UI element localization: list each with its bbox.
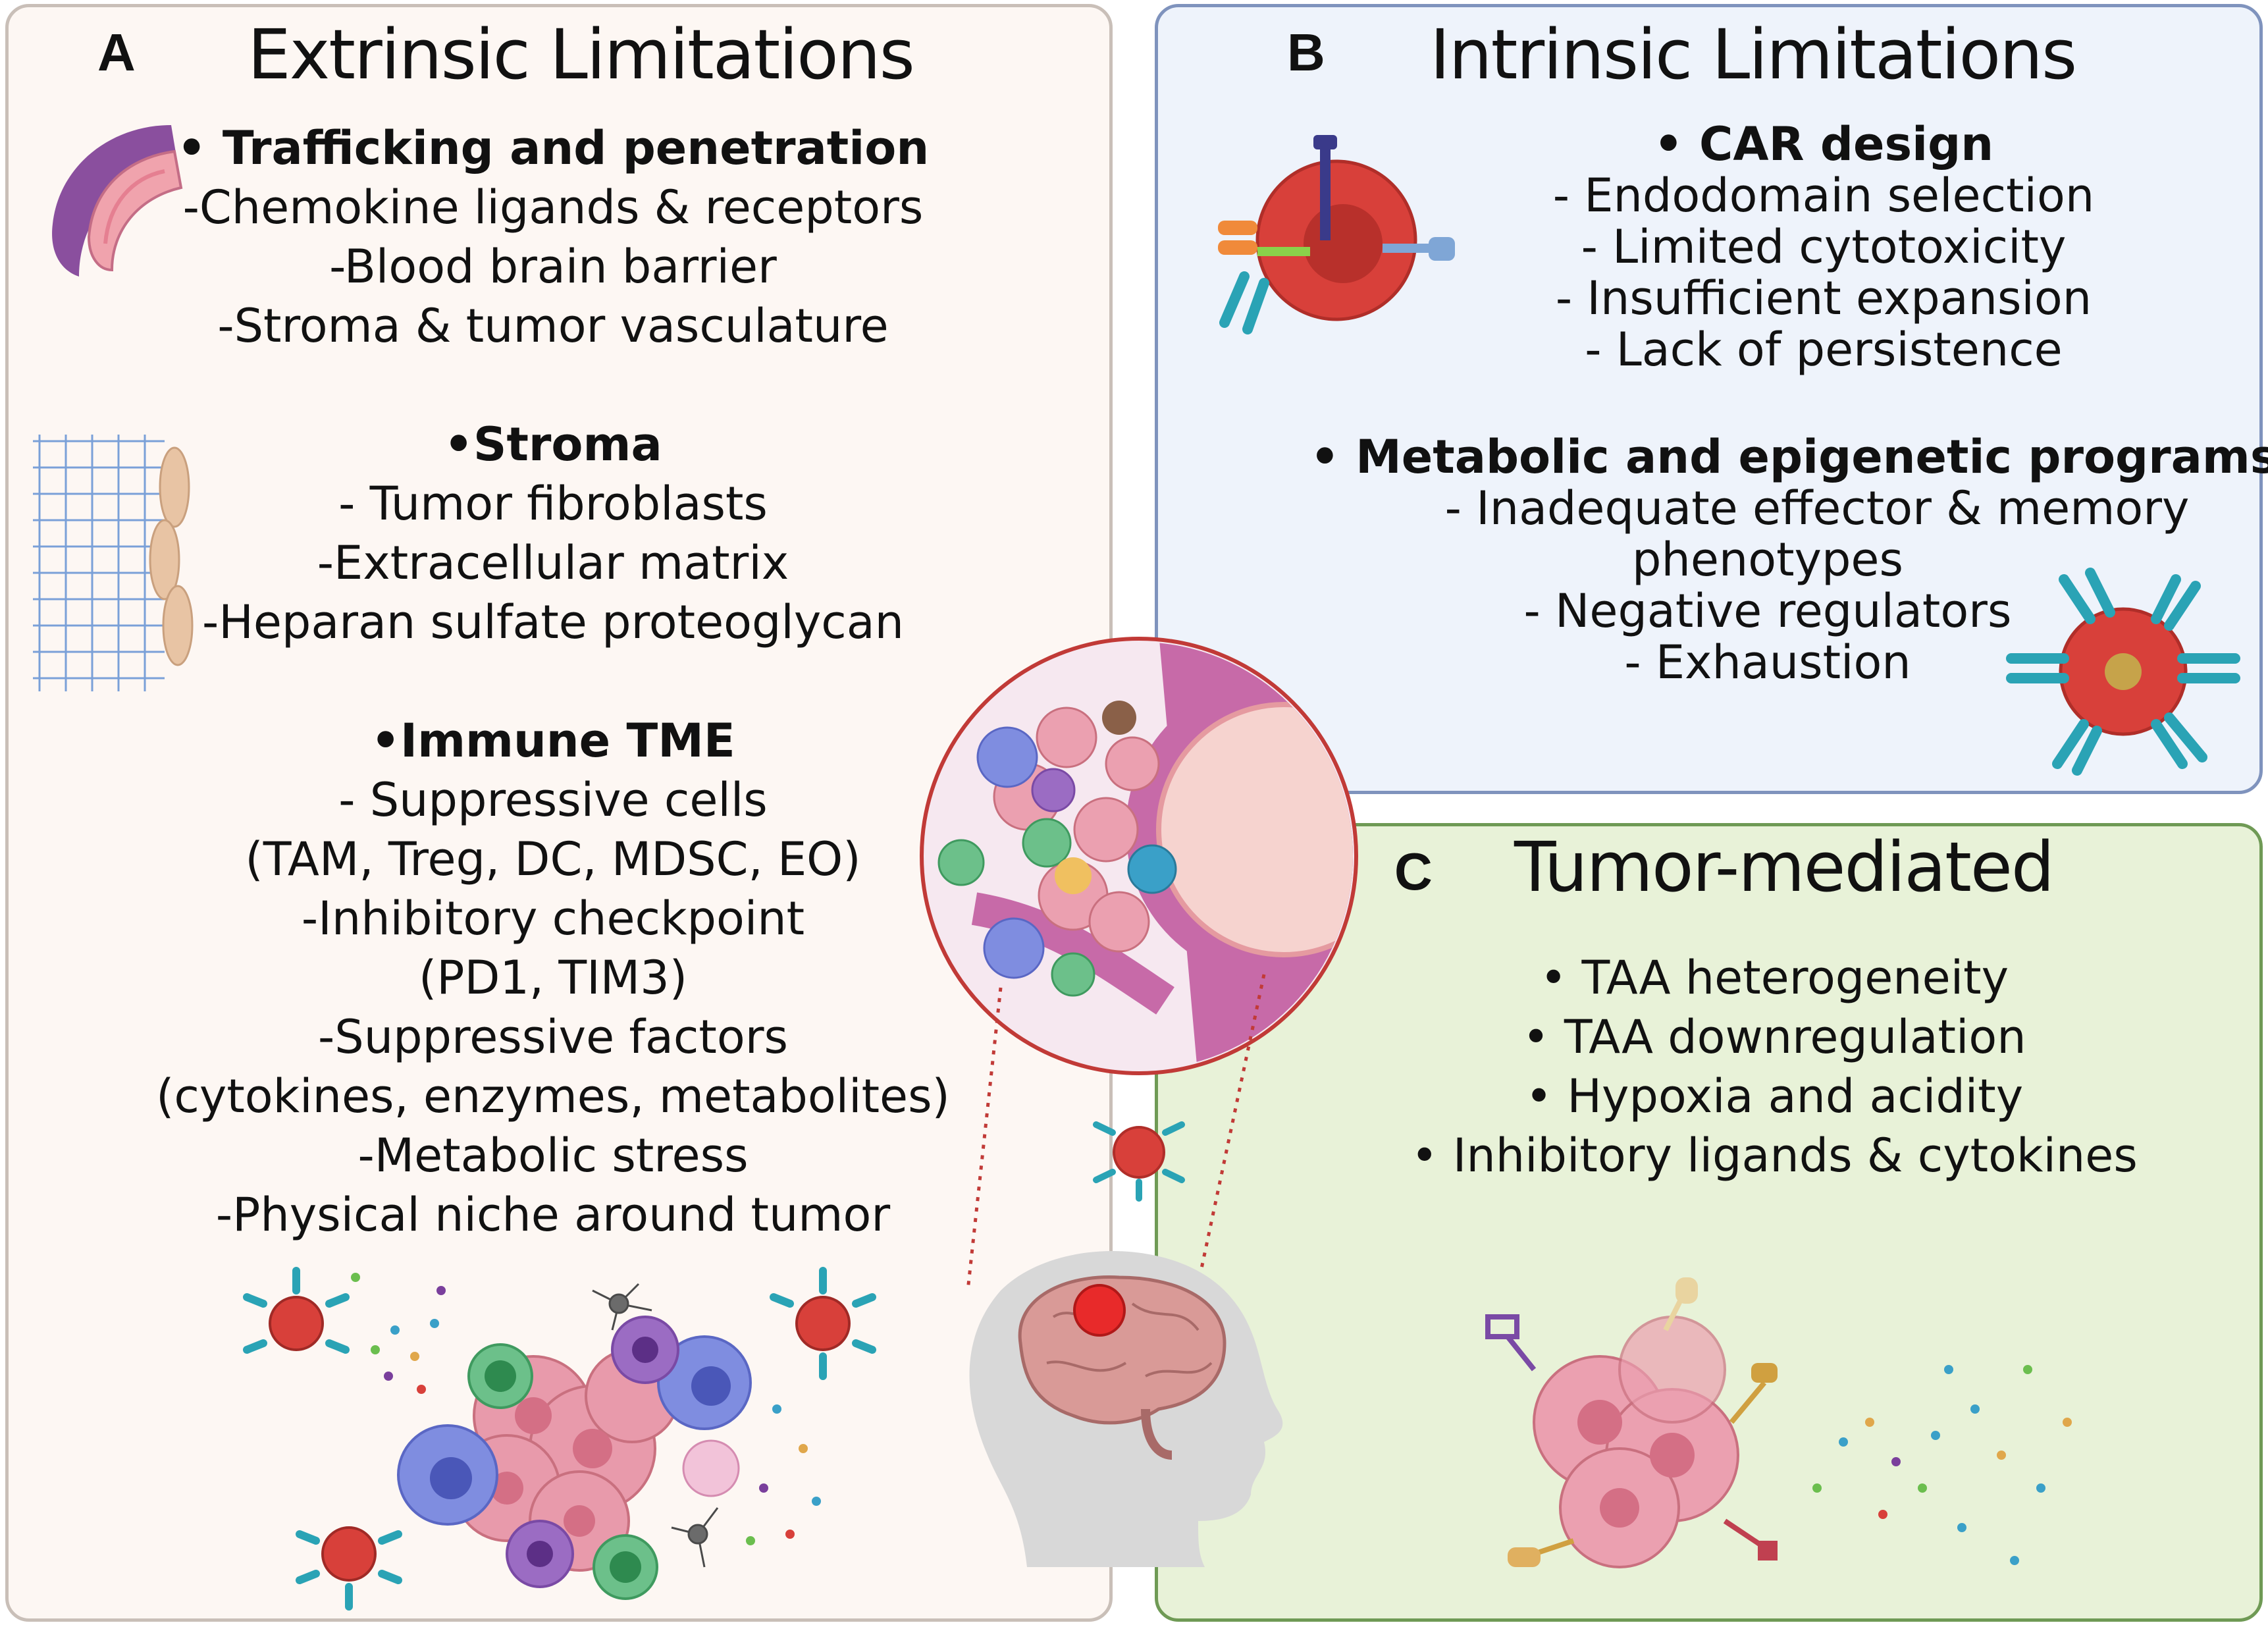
stroma-heading: •Stroma xyxy=(444,417,662,471)
panel-b-title: Intrinsic Limitations xyxy=(1430,14,2077,95)
list-item: - Inadequate effector & memory xyxy=(1444,481,2190,535)
list-item: -Metabolic stress xyxy=(357,1129,749,1183)
immune-tme-illustration xyxy=(243,1267,876,1611)
car-design-section: • CAR design - Endodomain selection - Li… xyxy=(1448,119,2199,375)
car-t-cell-icon xyxy=(1218,135,1455,334)
stroma-section: •Stroma - Tumor fibroblasts -Extracellul… xyxy=(151,415,955,652)
immune-tme-section: •Immune TME - Suppressive cells (TAM, Tr… xyxy=(151,711,955,1244)
list-item: -Inhibitory checkpoint xyxy=(301,892,805,946)
trafficking-section: • Trafficking and penetration -Chemokine… xyxy=(151,119,955,356)
list-item: • Inhibitory ligands & cytokines xyxy=(1411,1129,2138,1183)
list-item: (PD1, TIM3) xyxy=(418,951,688,1005)
list-item: phenotypes xyxy=(1632,533,1903,587)
list-item: -Suppressive factors xyxy=(318,1010,788,1064)
list-item: • TAA heterogeneity xyxy=(1539,951,2009,1005)
car-design-heading: • CAR design xyxy=(1653,117,1994,171)
list-item: - Suppressive cells xyxy=(338,773,768,827)
list-item: - Exhaustion xyxy=(1624,635,1911,689)
extracellular-matrix-icon xyxy=(33,435,194,691)
list-item: -Extracellular matrix xyxy=(317,536,789,590)
list-item: -Heparan sulfate proteoglycan xyxy=(201,595,905,649)
list-item: -Stroma & tumor vasculature xyxy=(217,299,889,353)
list-item: -Blood brain barrier xyxy=(329,240,777,294)
immune-tme-heading: •Immune TME xyxy=(371,714,735,768)
panel-a-title: Extrinsic Limitations xyxy=(248,14,915,95)
panel-a-letter: A xyxy=(97,23,136,82)
panel-b-letter: B xyxy=(1287,23,1325,82)
list-item: - Insufficient expansion xyxy=(1555,271,2092,325)
list-item: -Physical niche around tumor xyxy=(215,1188,891,1242)
list-item: - Endodomain selection xyxy=(1552,169,2095,223)
heterogeneous-tumor-illustration xyxy=(1485,1277,2072,1568)
list-item: • TAA downregulation xyxy=(1522,1010,2026,1064)
list-item: (TAM, Treg, DC, MDSC, EO) xyxy=(245,832,861,886)
blood-vessel-icon xyxy=(52,125,183,277)
metabolic-programs-section: • Metabolic and epigenetic programs - In… xyxy=(1310,430,2268,689)
panel-c-title: Tumor-mediated xyxy=(1514,827,2055,907)
brain-tumor-zoom-illustration xyxy=(920,637,1358,1567)
list-item: - Tumor fibroblasts xyxy=(338,477,768,531)
list-item: -Chemokine ligands & receptors xyxy=(182,180,924,234)
trafficking-heading: • Trafficking and penetration xyxy=(176,121,930,175)
list-item: • Hypoxia and acidity xyxy=(1525,1069,2024,1123)
exhausted-car-t-cell-icon xyxy=(2006,568,2240,776)
list-item: - Lack of persistence xyxy=(1585,323,2063,377)
list-item: - Negative regulators xyxy=(1523,584,2012,638)
metabolic-programs-heading: • Metabolic and epigenetic programs xyxy=(1310,430,2268,484)
panel-c-letter: C xyxy=(1394,842,1433,901)
tumor-mediated-list: • TAA heterogeneity • TAA downregulation… xyxy=(1369,948,2179,1185)
list-item: - Limited cytotoxicity xyxy=(1581,220,2067,274)
list-item: (cytokines, enzymes, metabolites) xyxy=(156,1069,950,1123)
